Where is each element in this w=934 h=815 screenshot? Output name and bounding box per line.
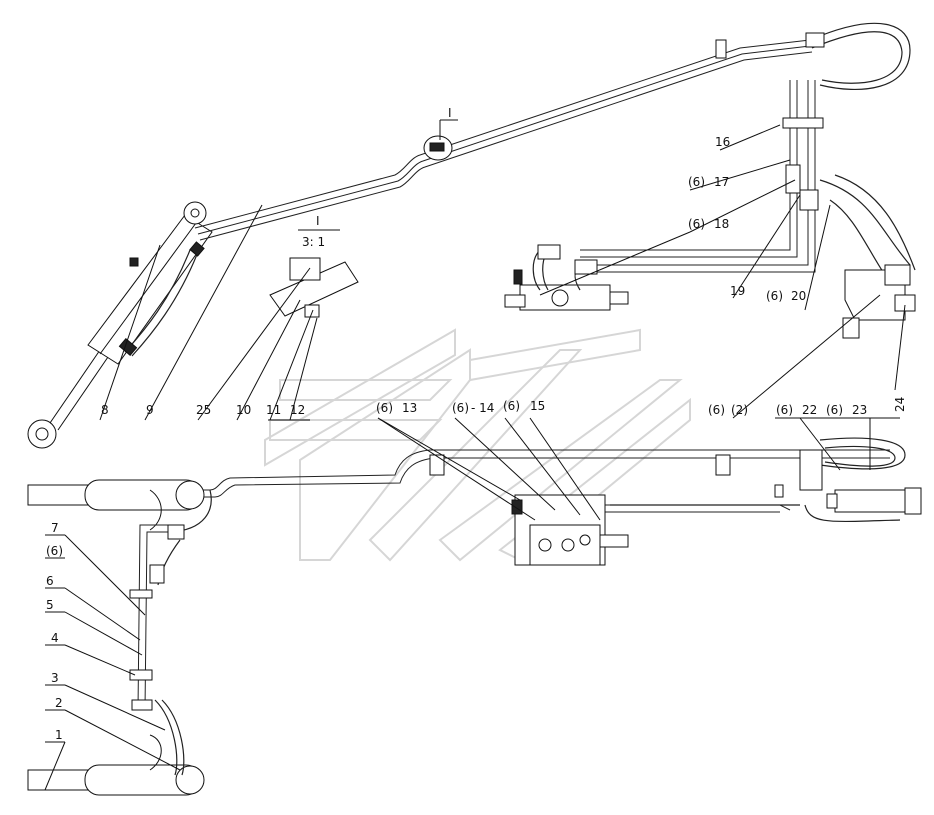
callout-14: - 14: [471, 401, 494, 415]
lift-cylinder: [27, 201, 213, 449]
callout-13: 13: [402, 401, 417, 415]
callout-23-paren: (6): [826, 403, 843, 417]
callout-14-paren: (6): [452, 401, 469, 415]
callout-1: 1: [55, 728, 63, 742]
right-vertical-pipes: [580, 80, 916, 296]
watermark-logo: [264, 328, 691, 562]
left-lower-system: [27, 479, 212, 796]
callout-13-paren: (6): [376, 401, 393, 415]
callout-12: 12: [290, 403, 305, 417]
control-valve-bank: [511, 494, 800, 566]
callout-4: 4: [51, 631, 59, 645]
callout-8: 8: [101, 403, 109, 417]
callout-11: 11: [266, 403, 281, 417]
callout-22: 22: [802, 403, 817, 417]
detail-view: [269, 229, 359, 318]
detail-scale: 3: 1: [302, 235, 325, 249]
right-lower-cylinder: [804, 487, 922, 523]
upper-pipe-run: [194, 22, 911, 241]
callout-5: 5: [46, 598, 54, 612]
right-valve: [842, 264, 916, 339]
callout-6-paren: (6): [46, 544, 63, 558]
callout-15: 15: [530, 399, 545, 413]
callout-3: 3: [51, 671, 59, 685]
callout-20: 20: [791, 289, 806, 303]
callout-15-paren: (6): [503, 399, 520, 413]
callout-20-paren: (6): [766, 289, 783, 303]
callout-18-paren: (6): [688, 217, 705, 231]
callout-10: 10: [236, 403, 251, 417]
callout-6: 6: [46, 574, 54, 588]
upper-valve-block: [504, 244, 629, 311]
callout-17-paren: (6): [688, 175, 705, 189]
callout-24: 24: [893, 397, 907, 412]
callout-16: 16: [715, 135, 730, 149]
callout-I: I: [448, 106, 452, 120]
callout-25: 25: [196, 403, 211, 417]
leader-lines: [44, 119, 906, 791]
callout-labels: I 3: 1 I 1 2 3 4 5 6 (6) 7 8 9 25 10 11 …: [46, 106, 907, 742]
detail-mark: I: [316, 214, 320, 228]
callout-23: 23: [852, 403, 867, 417]
middle-pipe-run: [180, 437, 906, 513]
callout-2-item-paren: (6): [708, 403, 725, 417]
callout-2: 2: [55, 696, 63, 710]
callout-2-item: (2): [731, 403, 748, 417]
callout-9: 9: [146, 403, 154, 417]
callout-22-paren: (6): [776, 403, 793, 417]
callout-7: 7: [51, 521, 59, 535]
callout-17: 17: [714, 175, 729, 189]
callout-18: 18: [714, 217, 729, 231]
callout-19: 19: [730, 284, 745, 298]
